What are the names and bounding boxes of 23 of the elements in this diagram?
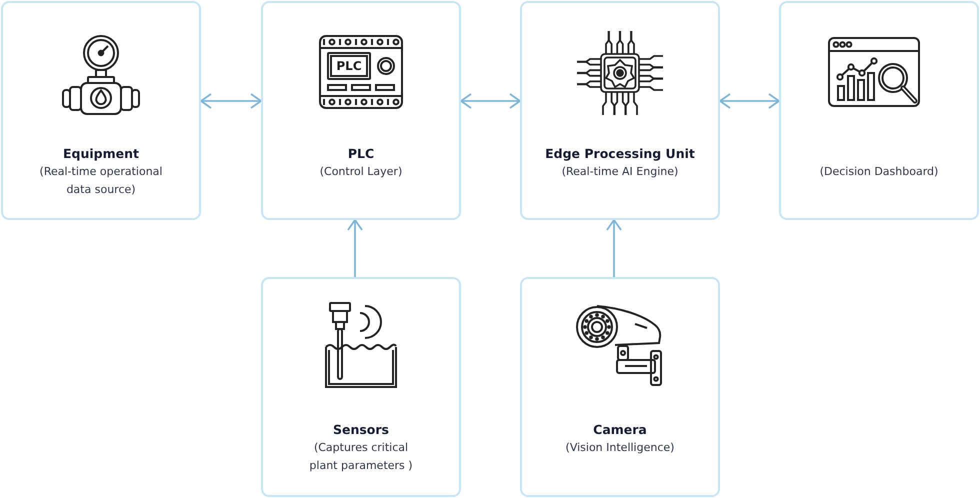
card-title: PLC — [348, 145, 374, 163]
card-title: Equipment — [63, 145, 139, 163]
device-card — [779, 1, 979, 220]
card-title: Edge Processing Unit — [545, 145, 695, 163]
card-title: Camera — [593, 421, 647, 439]
device-card — [261, 1, 461, 220]
card-subtitle: (Captures critical plant parameters ) — [308, 440, 414, 474]
double-arrow — [200, 93, 262, 109]
arrow — [347, 219, 363, 277]
card-subtitle: (Decision Dashboard) — [820, 164, 938, 180]
card-subtitle: (Real-time operational data source) — [38, 164, 164, 198]
device-card — [520, 277, 720, 497]
device-card — [261, 277, 461, 497]
card-subtitle: (Vision Intelligence) — [566, 440, 674, 456]
card-subtitle: (Real-time AI Engine) — [562, 164, 678, 180]
double-arrow — [460, 93, 521, 109]
device-card — [520, 1, 720, 220]
screen-label: PLC — [335, 58, 363, 75]
double-arrow — [719, 93, 780, 109]
arrow — [606, 219, 622, 277]
device-card — [1, 1, 201, 220]
card-subtitle: (Control Layer) — [320, 164, 402, 180]
card-title: Sensors — [332, 421, 389, 439]
